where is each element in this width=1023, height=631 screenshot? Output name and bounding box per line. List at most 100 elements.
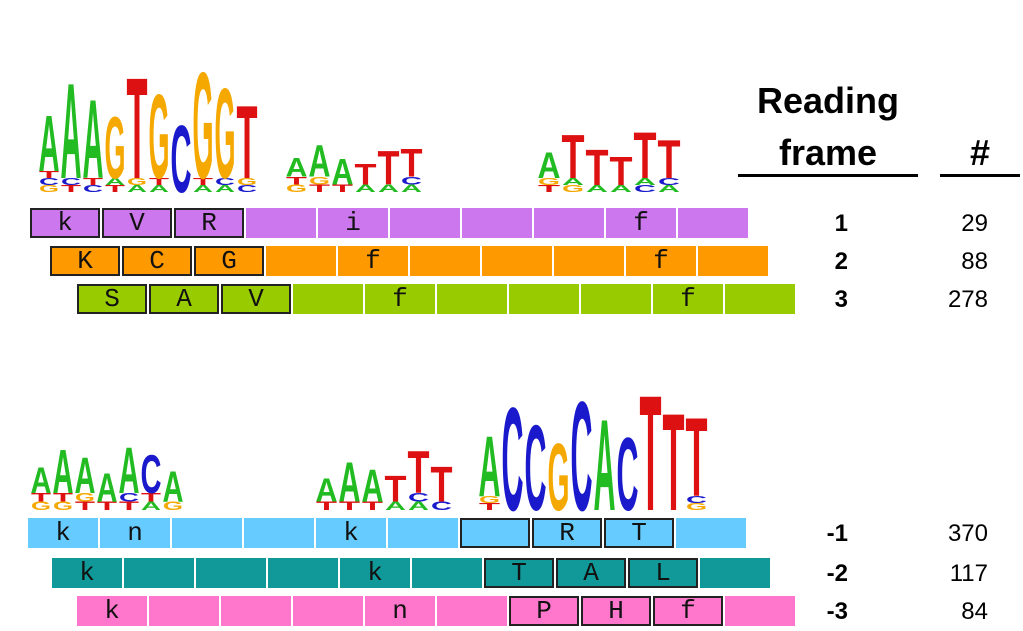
codon-cell: [293, 284, 363, 314]
codon-cell: [124, 558, 194, 588]
logo-letter-g: G: [548, 425, 570, 520]
logo-letter-g: G: [479, 495, 501, 506]
logo-letter-t: T: [53, 491, 75, 505]
logo-letter-c: C: [215, 177, 235, 188]
logo-letter-t: T: [561, 123, 584, 192]
logo-letter-c: C: [171, 105, 192, 213]
header-reading: Reading: [756, 80, 899, 121]
logo-letter-a: A: [634, 177, 656, 188]
logo-letter-g: G: [104, 99, 125, 197]
logo-letter-a: A: [215, 184, 235, 195]
codon-cell: [196, 558, 266, 588]
residue-f: f: [653, 596, 723, 626]
logo-letter-c: C: [431, 499, 453, 513]
codon-cell: [244, 518, 314, 548]
logo-letter-t: T: [149, 177, 169, 188]
logo-letter-t: T: [634, 119, 657, 193]
logo-letter-g: G: [193, 40, 214, 211]
codon-cell: [554, 246, 624, 276]
logo-letter-a: A: [53, 438, 74, 507]
residue-k: k: [30, 208, 100, 238]
residue-A: A: [556, 558, 626, 588]
codon-cell: [221, 596, 291, 626]
codon-cell: [246, 208, 316, 238]
logo-letter-c: C: [408, 491, 430, 505]
logo-letter-a: A: [309, 136, 331, 187]
logo-letter-g: G: [163, 499, 183, 513]
logo-letter-a: A: [96, 465, 117, 510]
logo-letter-g: G: [286, 183, 307, 195]
logo-letter-c: C: [501, 376, 523, 520]
codon-cell: [698, 246, 768, 276]
codon-cell: [509, 284, 579, 314]
logo-letter-g: G: [39, 184, 60, 195]
codon-cell: [676, 518, 746, 548]
logo-letter-t: T: [31, 491, 53, 505]
logo-letter-t: T: [105, 184, 125, 195]
logo-letter-c: C: [39, 177, 59, 188]
residue-H: H: [581, 596, 651, 626]
codon-cell: [266, 246, 336, 276]
logo-letter-t: T: [384, 469, 407, 510]
logo-letter-t: T: [479, 502, 500, 513]
logo-letter-g: G: [538, 177, 561, 188]
codon-cell: [462, 208, 532, 238]
logo-letter-g: G: [309, 175, 330, 187]
codon-cell: [388, 518, 458, 548]
residue-k: k: [77, 596, 147, 626]
logo-letter-t: T: [61, 184, 81, 195]
logo-letter-c: C: [141, 444, 162, 506]
codon-cell: [437, 284, 507, 314]
residue-S: S: [77, 284, 147, 314]
codon-cell: [534, 208, 604, 238]
logo-letter-a: A: [408, 499, 430, 513]
frame-count: 117: [949, 560, 988, 587]
residue-k: k: [340, 558, 410, 588]
residue-P: P: [509, 596, 579, 626]
logo-letter-a: A: [586, 184, 608, 195]
logo-letter-t: T: [332, 183, 354, 195]
residue-A: A: [149, 284, 219, 314]
logo-letter-t: T: [431, 456, 453, 512]
logo-letter-c: C: [119, 491, 140, 505]
logo-letter-g: G: [237, 177, 258, 188]
codon-cell: [437, 596, 507, 626]
residue-C: C: [122, 246, 192, 276]
codon-cell: [410, 246, 480, 276]
logo-letter-c: C: [61, 177, 81, 188]
logo-letter-t: T: [686, 393, 708, 520]
header-frame: frame: [778, 132, 878, 173]
header-count: #: [969, 132, 991, 173]
codon-cell: [268, 558, 338, 588]
logo-letter-t: T: [39, 170, 59, 181]
logo-letter-a: A: [355, 183, 376, 195]
logo-letter-t: T: [75, 499, 97, 513]
logo-letter-a: A: [31, 461, 52, 502]
logo-letter-t: T: [141, 491, 163, 505]
logo-letter-g: G: [686, 502, 708, 513]
residue-k: k: [316, 518, 386, 548]
residue-k: k: [52, 558, 122, 588]
codon-cell: [460, 518, 530, 548]
logo-letter-t: T: [355, 158, 378, 191]
frame-label: -3: [826, 598, 848, 625]
logo-letter-a: A: [61, 56, 82, 208]
frame-count: 370: [947, 520, 988, 547]
logo-letter-a: A: [332, 151, 354, 192]
logo-letter-g: G: [149, 69, 170, 203]
frame-label: -2: [826, 560, 848, 587]
residue-i: i: [318, 208, 388, 238]
logo-letter-a: A: [362, 461, 384, 513]
logo-letter-a: A: [163, 462, 184, 511]
logo-letter-t: T: [362, 499, 385, 513]
logo-letter-t: T: [662, 385, 684, 520]
logo-letter-t: T: [83, 177, 103, 188]
codon-cell: [725, 596, 795, 626]
logo-letter-a: A: [286, 153, 308, 183]
codon-cell: [678, 208, 748, 238]
logo-letter-g: G: [562, 184, 585, 195]
logo-letter-c: C: [83, 184, 103, 195]
header-underline-frame: [738, 174, 918, 177]
codon-cell: [482, 246, 552, 276]
logo-letter-t: T: [237, 84, 258, 200]
